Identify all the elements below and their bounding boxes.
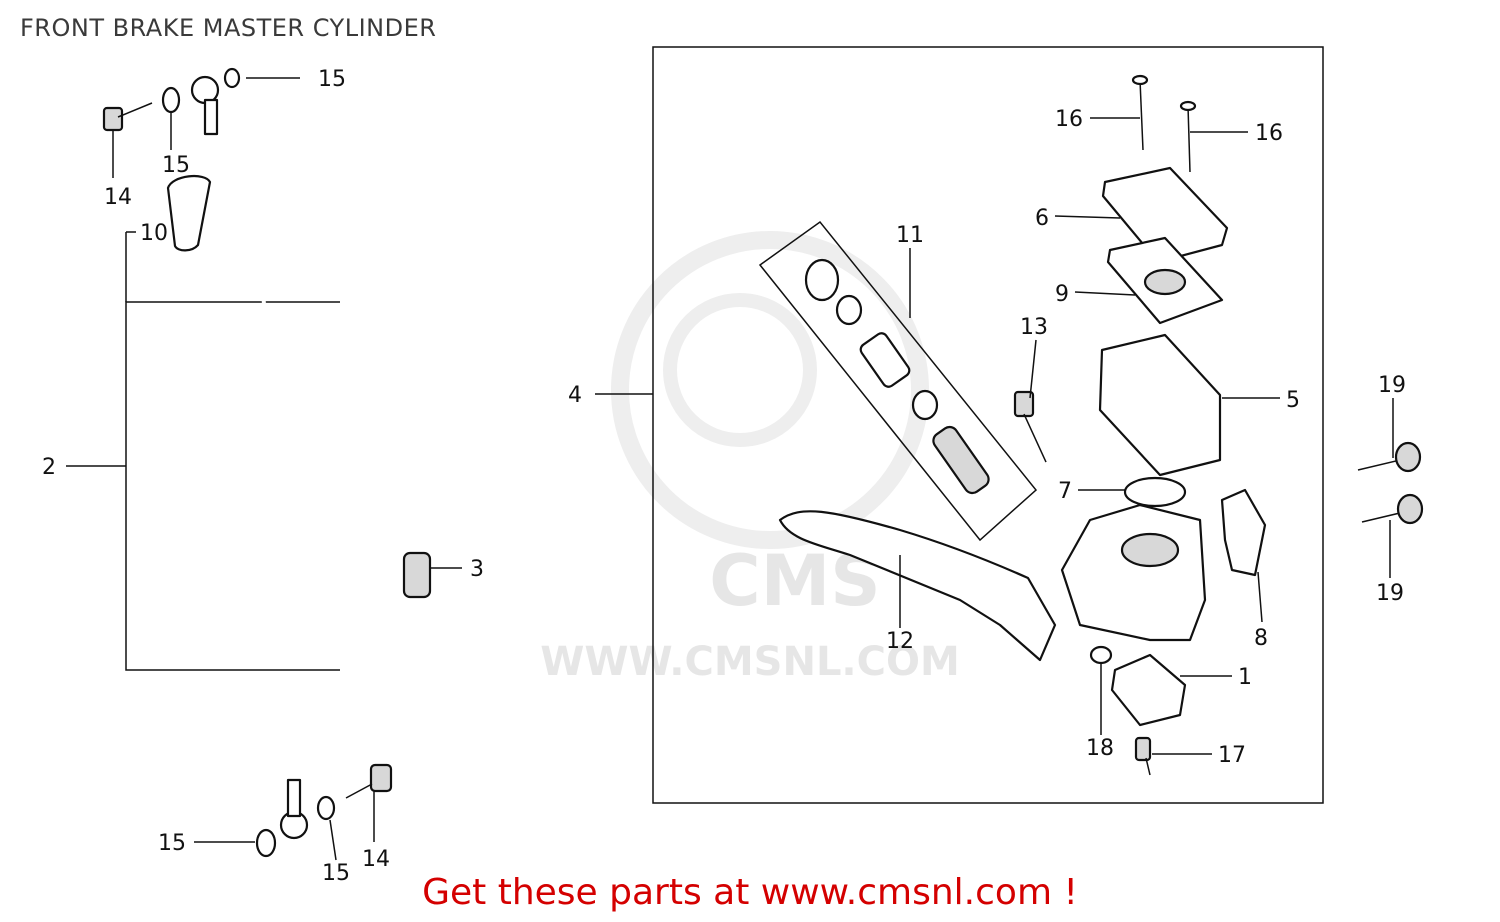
screw-17 [1134, 736, 1152, 776]
callout-12: 12 [886, 629, 914, 654]
switch-1 [1110, 653, 1187, 727]
washer-15-topright [223, 67, 241, 89]
watermark-url-text: WWW.CMSNL.COM [540, 639, 960, 685]
callout-19: 19 [1376, 581, 1404, 606]
washer-15-bottom [316, 795, 336, 821]
hose-bracket [125, 301, 340, 671]
callout-3: 3 [470, 557, 484, 582]
callout-15: 15 [322, 861, 350, 886]
washer-15-bottomleft [255, 828, 277, 858]
leader-lines [66, 77, 1394, 861]
washer-15-top [161, 86, 181, 114]
callout-18: 18 [1086, 736, 1114, 761]
bolt-13 [1013, 390, 1047, 463]
callouts: 15 14 15 10 2 3 4 11 12 13 16 16 6 9 5 7… [42, 67, 1406, 886]
screw-16-left [1131, 74, 1149, 151]
callout-5: 5 [1286, 388, 1300, 413]
callout-13: 13 [1020, 315, 1048, 340]
callout-16: 16 [1055, 107, 1083, 132]
o-ring-7 [1123, 476, 1187, 508]
diagram-title: FRONT BRAKE MASTER CYLINDER [20, 14, 437, 42]
callout-15: 15 [162, 153, 190, 178]
holder-8 [1220, 488, 1267, 577]
bolt-14-top [102, 102, 153, 132]
callout-15: 15 [318, 67, 346, 92]
screw-16-right [1179, 100, 1197, 173]
grommet-3 [402, 551, 432, 599]
callout-10: 10 [140, 221, 168, 246]
callout-17: 17 [1218, 743, 1246, 768]
callout-7: 7 [1058, 479, 1072, 504]
hose-boot-10 [166, 174, 212, 252]
callout-19: 19 [1378, 373, 1406, 398]
footer-cta: Get these parts at www.cmsnl.com ! [422, 872, 1078, 913]
washer-18 [1089, 645, 1113, 665]
callout-14: 14 [104, 185, 132, 210]
callout-8: 8 [1254, 626, 1268, 651]
reservoir-5 [1098, 333, 1222, 477]
callout-4: 4 [568, 383, 582, 408]
callout-15: 15 [158, 831, 186, 856]
brake-lever-12 [778, 510, 1057, 662]
callout-2: 2 [42, 455, 56, 480]
piston-set-11 [758, 220, 1038, 542]
callout-6: 6 [1035, 206, 1049, 231]
callout-16: 16 [1255, 121, 1283, 146]
callout-14: 14 [362, 847, 390, 872]
pivot-bolt-19-bottom [1361, 493, 1424, 525]
assembly-frame [652, 46, 1324, 804]
pivot-bolt-19-top [1357, 441, 1422, 473]
watermark: CMS WWW.CMSNL.COM [540, 231, 960, 685]
callout-11: 11 [896, 223, 924, 248]
brake-hose [190, 75, 353, 840]
reservoir-cap-6 [1101, 166, 1229, 264]
callout-9: 9 [1055, 282, 1069, 307]
master-cylinder-body [1060, 503, 1207, 642]
bolt-14-bottom [345, 763, 393, 799]
callout-1: 1 [1238, 665, 1252, 690]
